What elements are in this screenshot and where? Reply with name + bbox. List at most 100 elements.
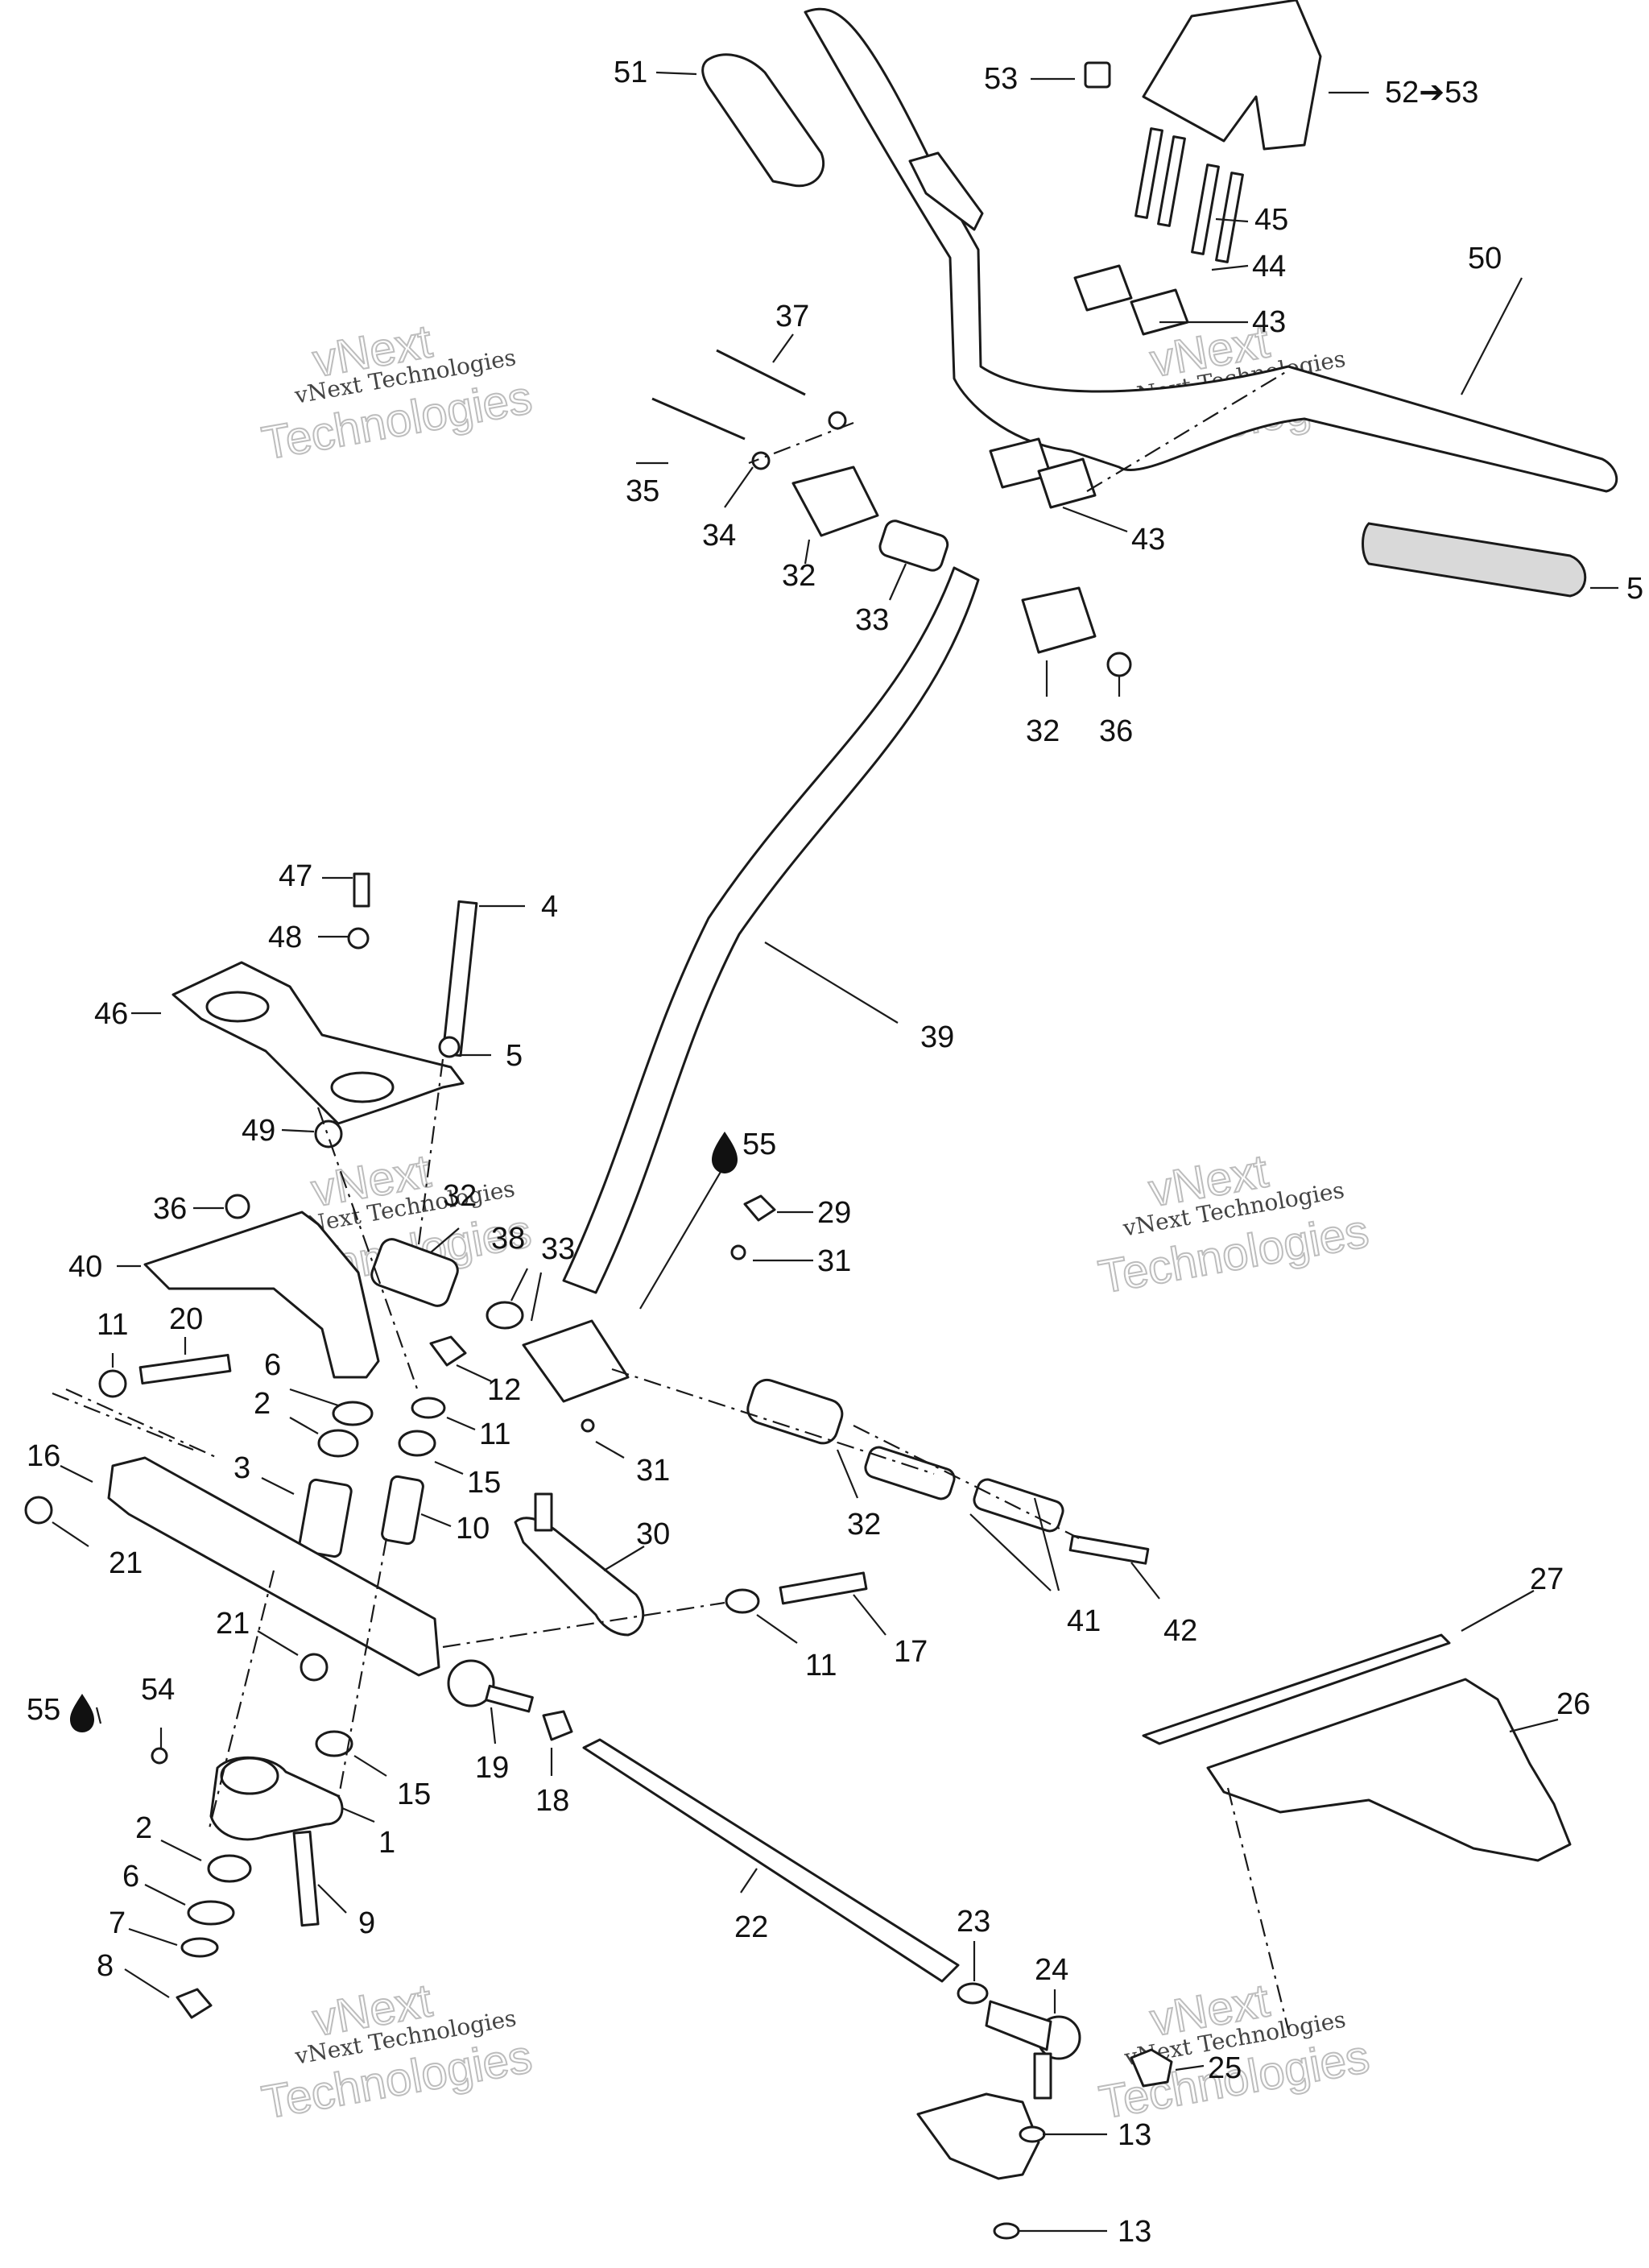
part-label-29: 29 — [817, 1196, 851, 1230]
pitman-plate — [107, 1456, 440, 1677]
handlebar-cover — [1142, 0, 1322, 151]
part-label-44: 44 — [1252, 250, 1286, 284]
lower-bearing — [370, 1238, 459, 1307]
nut-36 — [225, 1194, 250, 1219]
part-label-50: 50 — [1468, 242, 1502, 275]
part-label-36: 36 — [1099, 714, 1133, 748]
clamp-bolts — [1134, 127, 1244, 263]
washer-6a — [332, 1401, 374, 1426]
washer-13a — [1019, 2125, 1046, 2143]
part-label-26: 26 — [1556, 1687, 1590, 1721]
bushing-2b — [207, 1854, 252, 1883]
ball-joint-19 — [447, 1659, 495, 1707]
washer-13b — [993, 2222, 1020, 2240]
cotter-pin-31 — [730, 1244, 746, 1260]
part-label-48: 48 — [268, 921, 302, 954]
part-label-15: 15 — [467, 1466, 501, 1500]
part-label-49: 49 — [242, 1114, 275, 1148]
bolt-17 — [779, 1571, 868, 1605]
tie-rod-end-24-arm — [985, 2000, 1052, 2051]
part-label-16: 16 — [27, 1439, 60, 1473]
part-label-34: 34 — [702, 519, 736, 553]
bushing-15b — [315, 1730, 353, 1757]
part-label-24: 24 — [1035, 1953, 1068, 1987]
bracket-hole — [330, 1071, 395, 1103]
nut-21b — [300, 1653, 329, 1682]
spacer-3 — [298, 1478, 353, 1558]
washer-6b — [187, 1900, 235, 1926]
part-label-33b: 33 — [541, 1232, 575, 1266]
part-label-23: 23 — [957, 1905, 990, 1939]
link-41b — [973, 1478, 1064, 1533]
leader-lines — [52, 71, 1618, 2233]
washer-7 — [180, 1937, 219, 1958]
bolt-4 — [441, 900, 478, 1057]
part-label-32b: 32 — [1026, 714, 1060, 748]
link-41a — [864, 1446, 956, 1500]
part-label-21b: 21 — [216, 1607, 250, 1641]
part-label-36b: 36 — [153, 1192, 187, 1226]
nut-8 — [176, 1988, 213, 2019]
steering-plate — [1142, 1633, 1451, 1745]
part-label-43: 43 — [1252, 305, 1286, 339]
upper-bolts — [651, 349, 1132, 677]
part-label-31: 31 — [817, 1244, 851, 1278]
watermark-top-left: vNext vNext Technologies Technologies — [258, 314, 537, 470]
part-label-43b: 43 — [1131, 523, 1165, 557]
handlebar-upper-bracket — [908, 151, 984, 231]
lower-bracket — [143, 1211, 380, 1379]
oil-drop-icon — [70, 1694, 94, 1732]
part-label-51: 51 — [614, 56, 647, 89]
stud-30 — [534, 1492, 553, 1532]
jam-nut-23 — [957, 1982, 989, 2005]
part-label-32: 32 — [782, 559, 816, 593]
part-label-13: 13 — [1118, 2118, 1151, 2152]
nut-29 — [743, 1194, 776, 1222]
right-grip — [1362, 522, 1587, 598]
tie-rod-22 — [582, 1738, 960, 1983]
part-label-15b: 15 — [397, 1778, 431, 1811]
part-label-40: 40 — [68, 1250, 102, 1284]
part-label-46: 46 — [94, 997, 128, 1031]
steering-boot — [1206, 1678, 1572, 1862]
nut-21a — [24, 1496, 53, 1525]
ball-joint-stem — [485, 1684, 534, 1713]
plug-25 — [1130, 2048, 1173, 2088]
washer-11b — [411, 1397, 446, 1419]
spacer-10 — [381, 1475, 424, 1546]
part-label-6b: 6 — [122, 1860, 139, 1893]
bolt-20 — [138, 1353, 232, 1385]
bolt-9 — [292, 1830, 320, 1927]
watermark-mid-right: vNext vNext Technologies Technologies — [1094, 1144, 1374, 1304]
bushing-2a — [317, 1429, 359, 1458]
grease-fitting-54 — [151, 1747, 168, 1765]
part-label-32d: 32 — [847, 1508, 881, 1542]
part-label-33: 33 — [855, 603, 889, 637]
part-label-17: 17 — [894, 1635, 928, 1669]
part-label-54: 54 — [141, 1673, 175, 1707]
part-label-8: 8 — [97, 1949, 114, 1983]
handlebar-clamps — [989, 264, 1189, 509]
upper-bearings — [791, 466, 1097, 654]
part-label-6: 6 — [264, 1348, 281, 1382]
part-label-11: 11 — [97, 1308, 128, 1342]
part-label-3: 3 — [234, 1451, 250, 1485]
part-label-39: 39 — [920, 1020, 954, 1054]
part-label-20: 20 — [169, 1302, 203, 1336]
alignment-lines — [52, 370, 1290, 2030]
part-label-2b: 2 — [135, 1811, 152, 1845]
part-label-30: 30 — [636, 1517, 670, 1551]
spindle — [916, 2092, 1040, 2180]
part-label-38: 38 — [491, 1222, 525, 1256]
bolt-47 — [353, 872, 370, 908]
oil-drop-icon — [712, 1132, 738, 1173]
part-label-4: 4 — [541, 890, 558, 924]
bracket-hole — [205, 991, 270, 1023]
part-label-11c: 11 — [805, 1649, 837, 1682]
pitman-arm-hub — [220, 1757, 279, 1795]
stud-24 — [1033, 2052, 1052, 2100]
part-label-27: 27 — [1530, 1562, 1564, 1596]
part-label-2: 2 — [254, 1387, 271, 1421]
part-label-52: 52➔53 — [1385, 76, 1478, 110]
